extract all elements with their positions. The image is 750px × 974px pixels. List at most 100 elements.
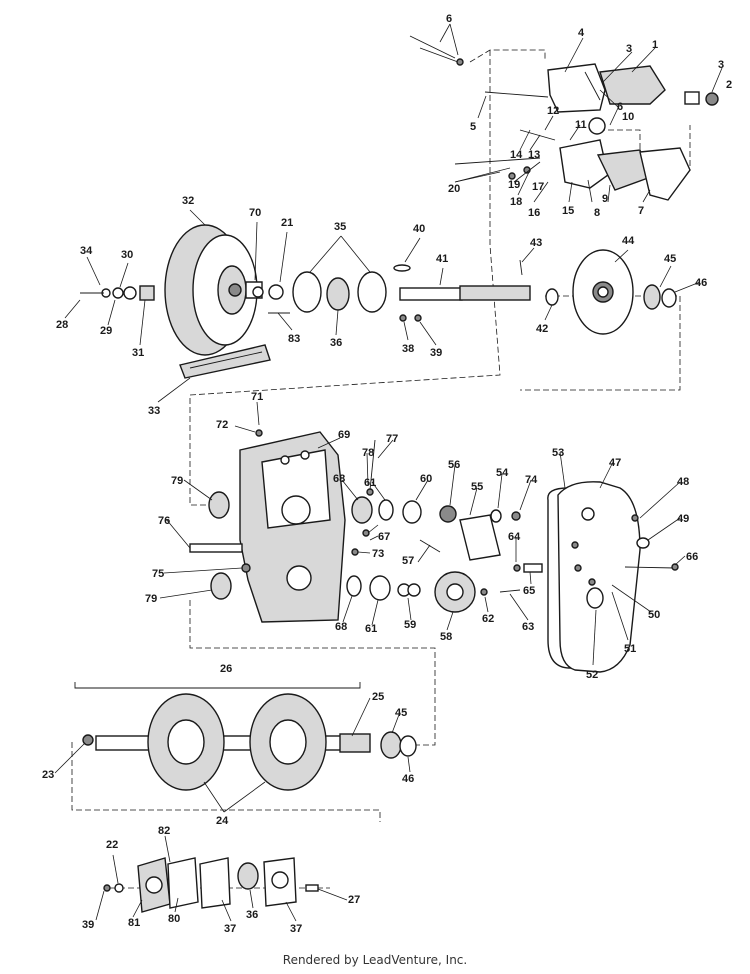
callout-61b: 61: [365, 623, 377, 635]
callout-60: 60: [420, 473, 432, 485]
callout-32: 32: [182, 195, 194, 207]
callout-61a: 61: [364, 477, 376, 489]
callout-43: 43: [530, 237, 542, 249]
callout-36b: 36: [246, 909, 258, 921]
callout-6: 6: [446, 13, 452, 25]
callout-51: 51: [624, 643, 636, 655]
callout-72: 72: [216, 419, 228, 431]
callout-69: 69: [338, 429, 350, 441]
callout-46: 46: [695, 277, 707, 289]
callout-26: 26: [220, 663, 232, 675]
callout-30: 30: [121, 249, 133, 261]
callout-9: 9: [602, 193, 608, 205]
callout-38: 38: [402, 343, 414, 355]
callout-21: 21: [281, 217, 293, 229]
callout-17: 17: [532, 181, 544, 193]
callout-37a: 37: [224, 923, 236, 935]
callout-10: 10: [622, 111, 634, 123]
callout-33: 33: [148, 405, 160, 417]
callout-31: 31: [132, 347, 144, 359]
callout-54: 54: [496, 467, 509, 479]
bearing-flange-assembly: [103, 857, 319, 913]
callout-18: 18: [510, 196, 522, 208]
callout-57: 57: [402, 555, 414, 567]
callout-11: 11: [575, 119, 587, 131]
callout-68a: 68: [333, 473, 345, 485]
callout-34: 34: [80, 245, 93, 257]
callout-79a: 79: [171, 475, 183, 487]
callout-22: 22: [106, 839, 118, 851]
callout-67: 67: [378, 531, 390, 543]
axle-and-sprockets: [74, 682, 417, 791]
callout-50: 50: [648, 609, 660, 621]
gearbox-housing-assembly: [189, 429, 521, 623]
callout-19: 19: [508, 179, 520, 191]
callout-65: 65: [523, 585, 535, 597]
callout-12: 12: [547, 105, 559, 117]
callout-8: 8: [594, 207, 600, 219]
callout-76: 76: [158, 515, 170, 527]
callout-64: 64: [508, 531, 521, 543]
callout-41: 41: [436, 253, 448, 265]
callout-13: 13: [528, 149, 540, 161]
callout-68b: 68: [335, 621, 347, 633]
callout-77: 77: [386, 433, 398, 445]
callout-55: 55: [471, 481, 483, 493]
callout-70: 70: [249, 207, 261, 219]
callout-labels: 6 4 3 1 3 2 5 6 12 10 11 13 14 19 17 20 …: [42, 13, 732, 935]
callout-47: 47: [609, 457, 621, 469]
callout-82: 82: [158, 825, 170, 837]
callout-53: 53: [552, 447, 564, 459]
callout-37b: 37: [290, 923, 302, 935]
callout-leaders: [54, 23, 723, 922]
callout-2: 2: [726, 79, 732, 91]
callout-39b: 39: [82, 919, 94, 931]
callout-62: 62: [482, 613, 494, 625]
callout-6b: 6: [617, 101, 623, 113]
callout-63: 63: [522, 621, 534, 633]
callout-52: 52: [586, 669, 598, 681]
callout-44: 44: [622, 235, 635, 247]
callout-25: 25: [372, 691, 384, 703]
callout-3b: 3: [718, 59, 724, 71]
callout-79b: 79: [145, 593, 157, 605]
footer-credit: Rendered by LeadVenture, Inc.: [282, 953, 468, 967]
callout-36a: 36: [330, 337, 342, 349]
callout-28: 28: [56, 319, 68, 331]
callout-42: 42: [536, 323, 548, 335]
callout-7: 7: [638, 205, 644, 217]
callout-83: 83: [288, 333, 300, 345]
callout-27: 27: [348, 894, 360, 906]
callout-15: 15: [562, 205, 574, 217]
callout-71: 71: [251, 391, 263, 403]
callout-45: 45: [664, 253, 676, 265]
shift-linkage-assembly: [409, 35, 719, 201]
callout-56: 56: [448, 459, 460, 471]
callout-24: 24: [216, 815, 229, 827]
callout-46b: 46: [402, 773, 414, 785]
callout-40: 40: [413, 223, 425, 235]
callout-16: 16: [528, 207, 540, 219]
callout-23: 23: [42, 769, 54, 781]
callout-66: 66: [686, 551, 698, 563]
callout-74: 74: [525, 474, 538, 486]
callout-58: 58: [440, 631, 452, 643]
callout-78: 78: [362, 447, 374, 459]
callout-4: 4: [578, 27, 585, 39]
callout-75: 75: [152, 568, 164, 580]
chain-case-assembly: [513, 481, 679, 673]
callout-5: 5: [470, 121, 476, 133]
callout-20: 20: [448, 183, 460, 195]
shaft-and-disc-assembly: [393, 249, 677, 335]
callout-35: 35: [334, 221, 346, 233]
callout-1: 1: [652, 39, 658, 51]
callout-59: 59: [404, 619, 416, 631]
callout-48: 48: [677, 476, 689, 488]
callout-39a: 39: [430, 347, 442, 359]
callout-49: 49: [677, 513, 689, 525]
callout-29: 29: [100, 325, 112, 337]
drive-pulley-assembly: [80, 224, 422, 379]
callout-45b: 45: [395, 707, 407, 719]
